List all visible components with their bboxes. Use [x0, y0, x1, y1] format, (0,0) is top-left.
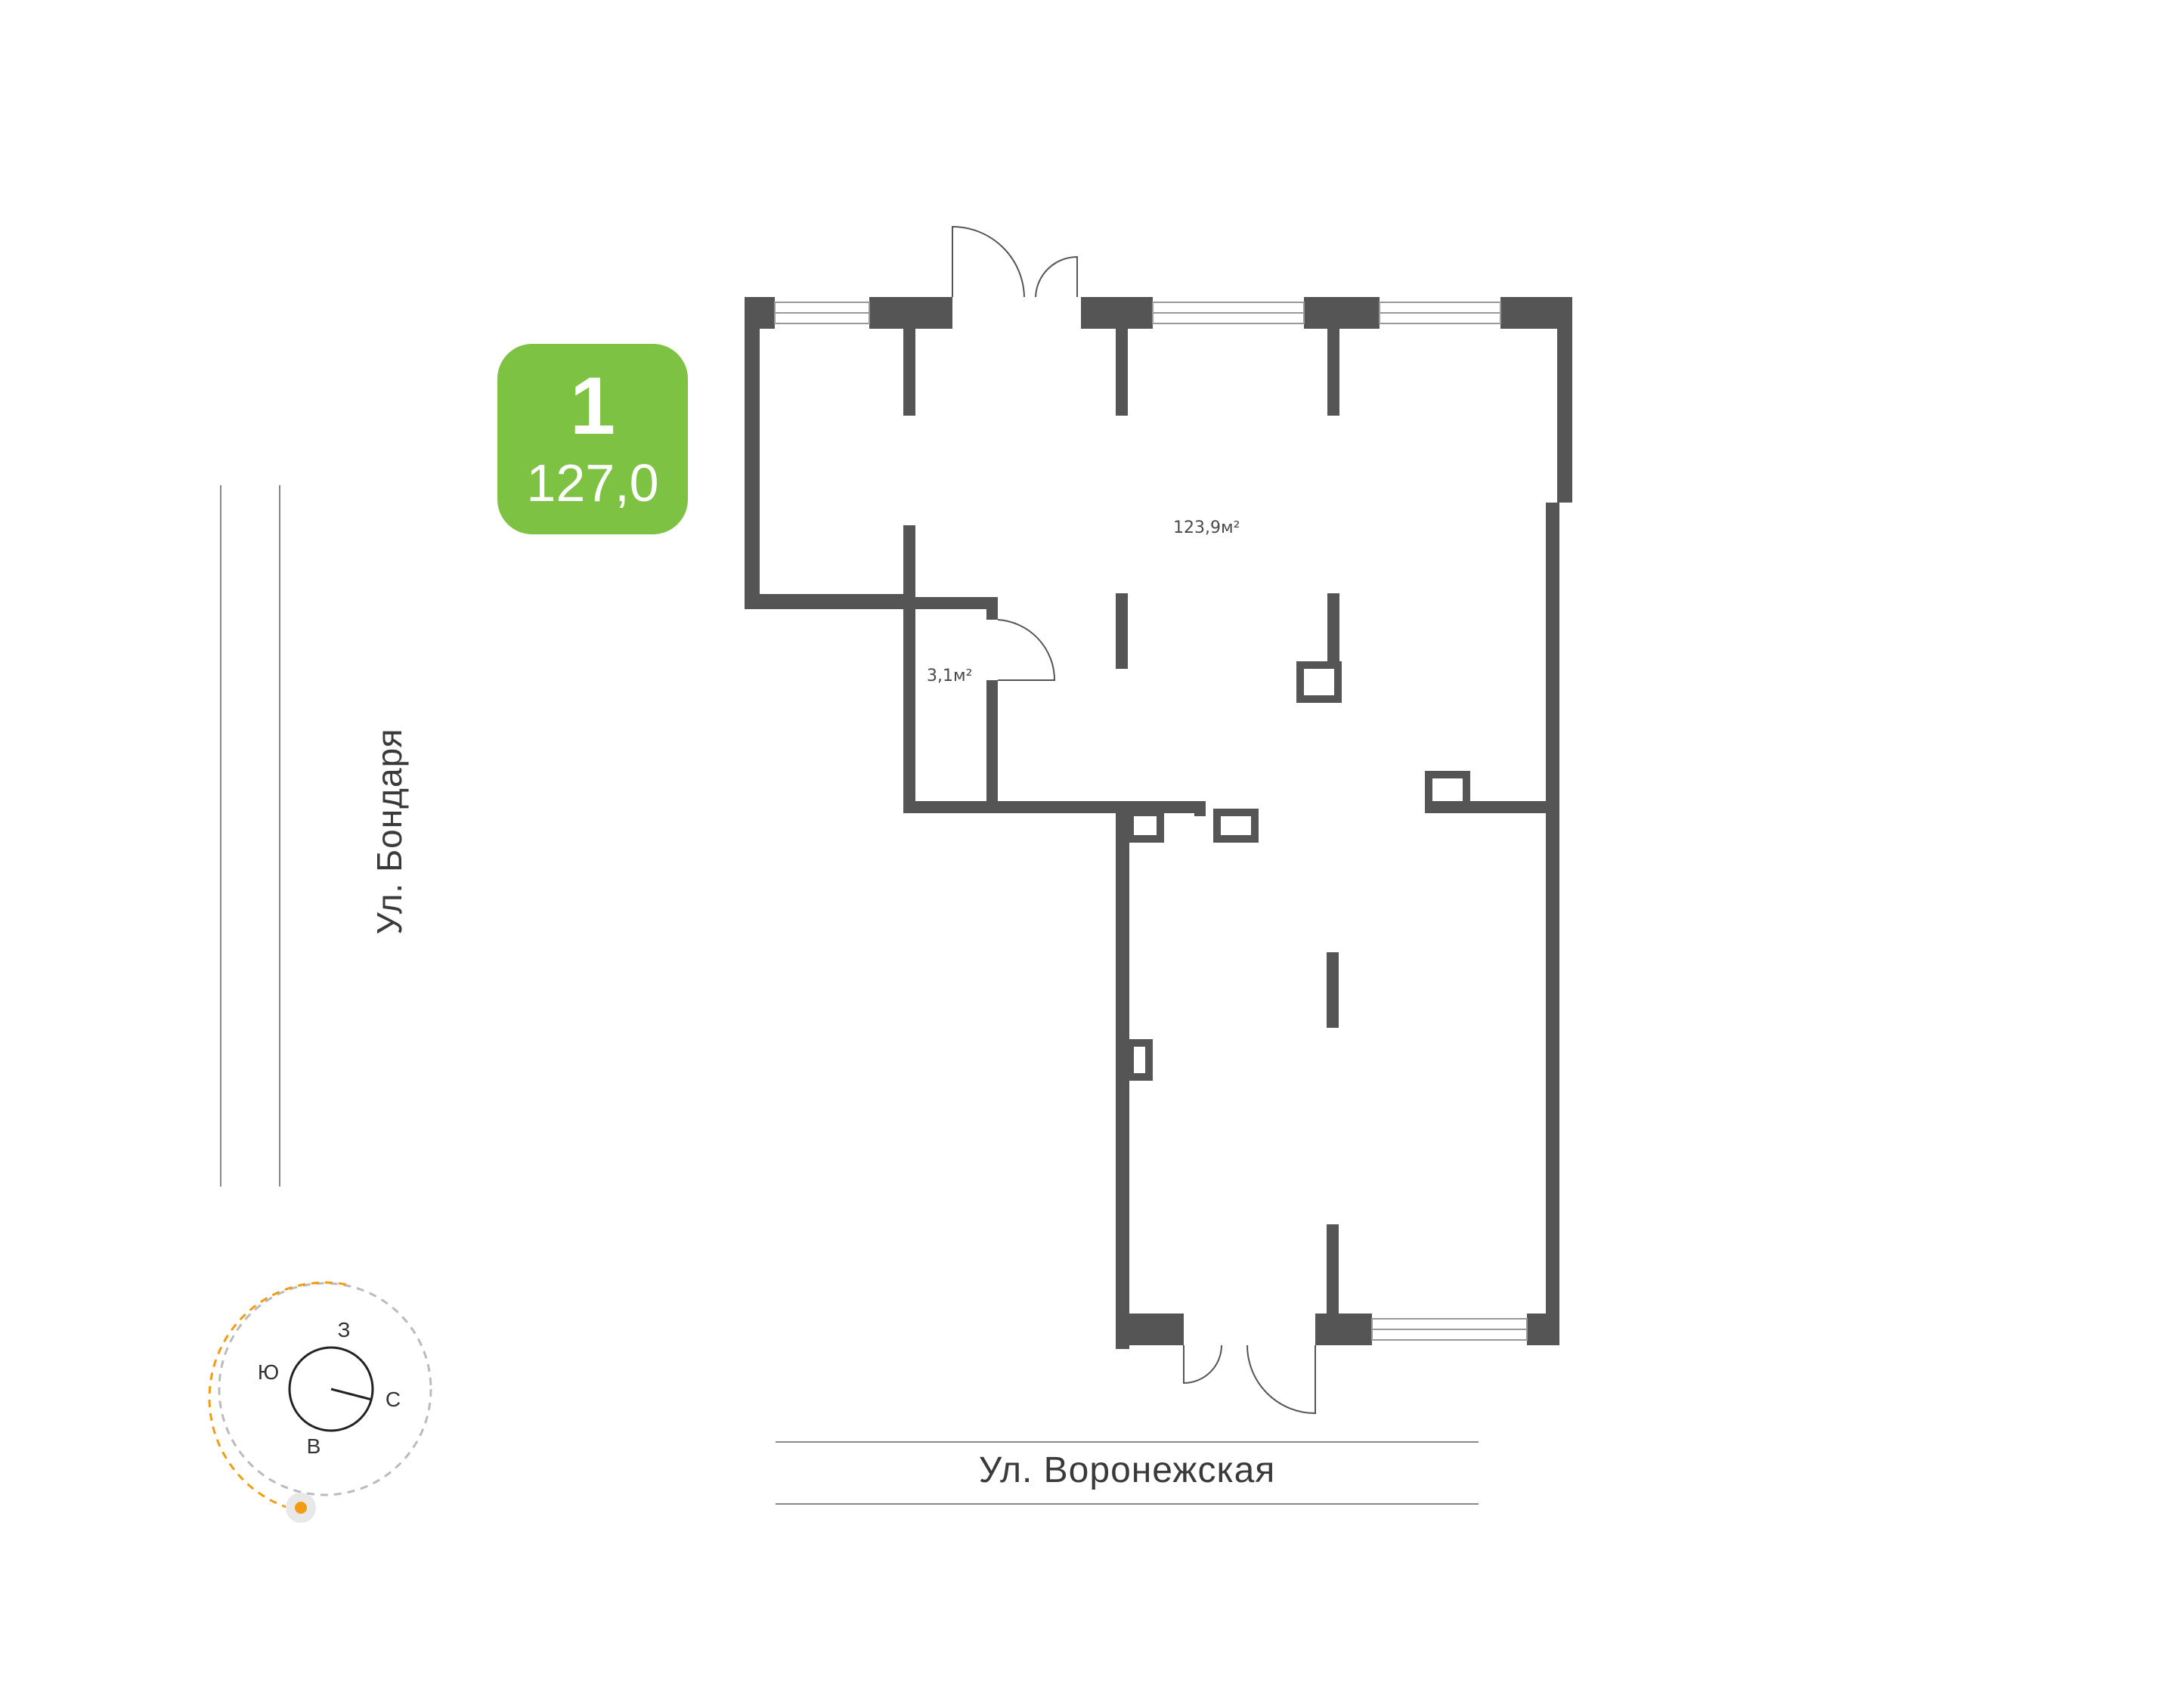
compass-graphic — [208, 1281, 432, 1523]
compass-south: Ю — [257, 1360, 280, 1384]
street-left-label: Ул. Бондаря — [370, 728, 409, 935]
plumbing-shafts — [1126, 661, 1470, 1081]
compass-east: В — [306, 1434, 321, 1458]
street-lines — [220, 485, 1479, 1505]
street-bottom-label: Ул. Воронежская — [978, 1450, 1276, 1490]
compass-west: З — [337, 1318, 351, 1341]
room-main-area: 123,9м² — [1173, 518, 1240, 537]
doors — [952, 225, 1316, 1415]
unit-number: 1 — [569, 360, 616, 451]
windows — [774, 302, 1528, 1341]
unit-total-area: 127,0 — [526, 453, 659, 512]
unit-badge: 1 127,0 — [497, 344, 688, 534]
compass-north: С — [385, 1388, 401, 1411]
room-small-area: 3,1м² — [927, 667, 973, 685]
